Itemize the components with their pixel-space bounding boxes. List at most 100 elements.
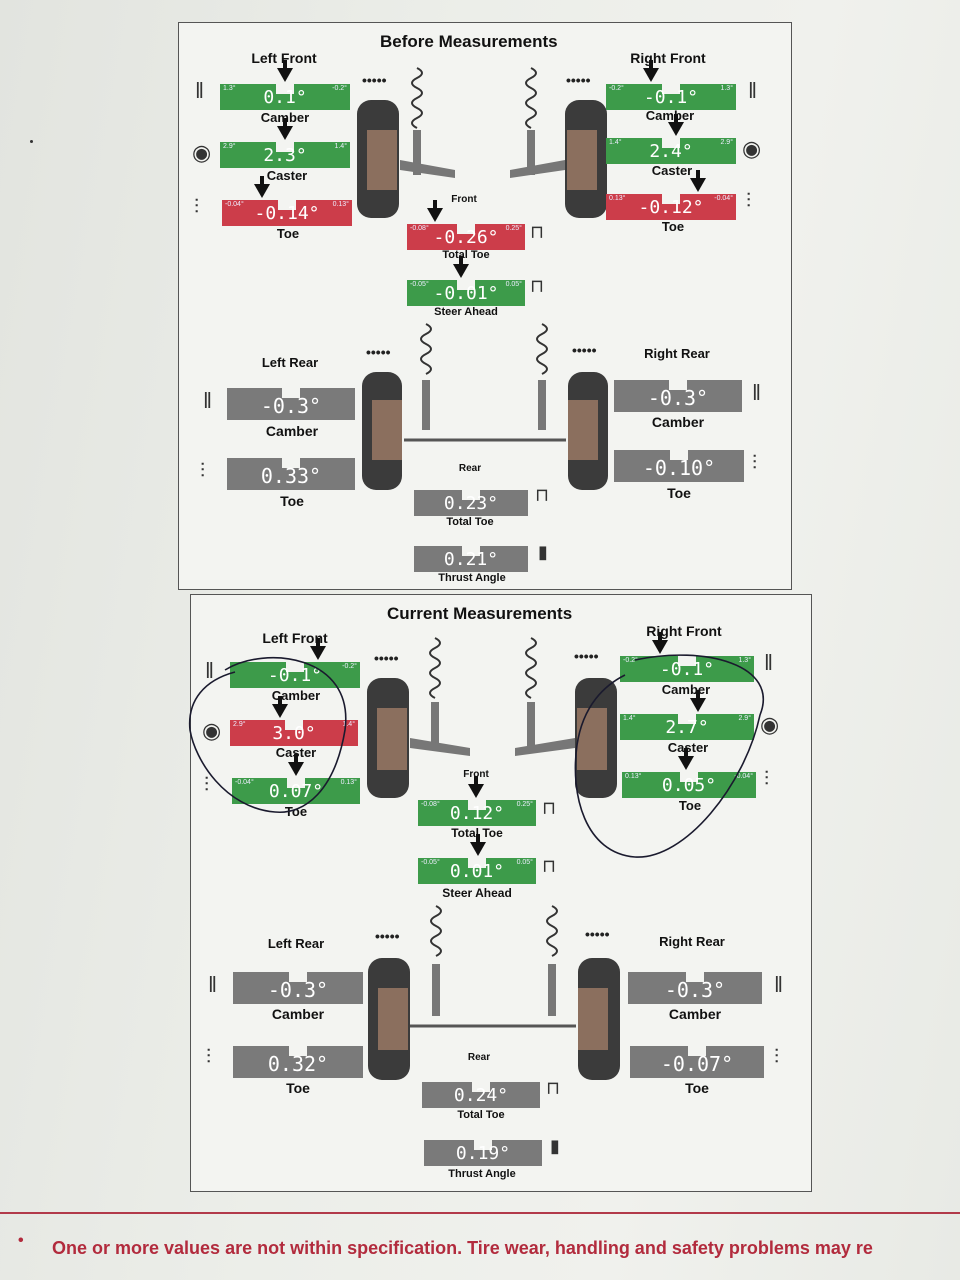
rr-toe-gauge: -0.07° xyxy=(630,1046,764,1078)
lr-camber-gauge: -0.3° xyxy=(227,388,355,420)
bullet-icon: • xyxy=(18,1232,24,1249)
spec-max: -0.04° xyxy=(714,195,733,202)
rf-toe-value: -0.12° xyxy=(638,197,704,218)
right-rear-heading: Right Rear xyxy=(644,346,710,361)
lr-toe-label: Toe xyxy=(286,1080,310,1096)
arrow-icon xyxy=(254,176,270,198)
caster-icon: ◉ xyxy=(202,718,222,743)
rf-toe-label: Toe xyxy=(678,798,702,813)
rf-camber-value: -0.1° xyxy=(659,659,715,680)
panel-title: Before Measurements xyxy=(380,32,558,51)
rf-caster-gauge: 1.4° 2.9° 2.4° xyxy=(606,114,736,164)
thrust-angle-gauge: 0.19° xyxy=(424,1140,542,1166)
steer-icon: ⊓ xyxy=(542,856,557,876)
rf-toe-label: Toe xyxy=(661,219,685,234)
toe-icon: ⫶ xyxy=(206,1046,211,1068)
rf-caster-label: Caster xyxy=(651,163,693,178)
spec-max: 0.13° xyxy=(340,779,357,786)
rear-heading: Rear xyxy=(467,1052,491,1063)
lf-camber-label: Camber xyxy=(271,688,321,703)
spec-min: 0.13° xyxy=(625,773,642,780)
rr-toe-value: -0.10° xyxy=(642,456,716,480)
caster-icon: ◉ xyxy=(742,136,762,161)
spec-max: 2.9° xyxy=(738,715,751,722)
lf-camber-label: Camber xyxy=(260,110,310,125)
left-front-heading: Left Front xyxy=(251,50,317,66)
camber-icon: ‖ xyxy=(205,658,215,683)
right-front-heading: Right Front xyxy=(646,623,722,639)
lr-camber-value: -0.3° xyxy=(260,394,322,418)
toe-icon: ⫶ xyxy=(746,190,751,212)
lf-camber-value: 0.1° xyxy=(263,87,307,108)
rf-caster-gauge: 1.4° 2.9° 2.7° xyxy=(620,690,754,740)
dots-indicator: ••••• xyxy=(362,72,387,88)
rr-toe-label: Toe xyxy=(685,1080,709,1096)
lf-caster-gauge: 2.9° 1.4° 2.3° xyxy=(220,118,350,168)
steer-ahead-gauge: -0.05° 0.05° -0.01° xyxy=(407,256,525,306)
dots-indicator: ••••• xyxy=(366,344,391,360)
spec-min: -0.08° xyxy=(421,801,440,808)
arrow-icon xyxy=(690,170,706,192)
spec-max: 2.9° xyxy=(720,139,733,146)
lr-camber-gauge: -0.3° xyxy=(233,972,363,1004)
dots-indicator: ••••• xyxy=(374,650,399,666)
lr-camber-label: Camber xyxy=(265,423,319,439)
camber-icon: ‖ xyxy=(195,78,205,103)
right-front-heading: Right Front xyxy=(630,50,706,66)
lf-caster-label: Caster xyxy=(266,168,308,183)
rf-toe-value: 0.05° xyxy=(661,775,717,796)
rr-camber-gauge: -0.3° xyxy=(614,380,742,412)
spec-min: 1.3° xyxy=(223,85,236,92)
lf-caster-gauge: 2.9° 1.4° 3.0° xyxy=(230,696,358,746)
steer-ahead-gauge: -0.05° 0.05° 0.01° xyxy=(418,834,536,884)
front-suspension-icon xyxy=(357,67,607,218)
panel-title: Current Measurements xyxy=(387,604,573,623)
rear-total-toe-label: Total Toe xyxy=(446,516,494,528)
rr-camber-value: -0.3° xyxy=(664,978,726,1002)
spec-min: -0.04° xyxy=(225,201,244,208)
spec-max: 1.3° xyxy=(720,85,733,92)
thrust-angle-value: 0.19° xyxy=(455,1143,511,1164)
rear-total-toe-gauge: 0.24° xyxy=(422,1082,540,1108)
left-rear-heading: Left Rear xyxy=(267,936,325,951)
steer-icon: ⊓ xyxy=(530,276,545,296)
thrust-icon: ▮ xyxy=(538,542,548,562)
right-rear-heading: Right Rear xyxy=(659,934,725,949)
rf-camber-value: -0.1° xyxy=(643,87,699,108)
toe-icon: ⫶ xyxy=(774,1046,779,1068)
dots-indicator: ••••• xyxy=(585,926,610,942)
dots-indicator: ••••• xyxy=(572,342,597,358)
spec-min: 2.9° xyxy=(233,721,246,728)
spec-min: -0.2° xyxy=(623,657,638,664)
toe-icon: ⫶ xyxy=(194,196,199,218)
arrow-icon xyxy=(453,256,469,278)
spec-min: -0.05° xyxy=(410,281,429,288)
thrust-angle-value: 0.21° xyxy=(443,549,499,570)
front-total-toe-value: -0.26° xyxy=(433,227,499,248)
arrow-icon xyxy=(652,632,668,654)
rf-camber-label: Camber xyxy=(645,108,695,123)
camber-icon: ‖ xyxy=(208,972,218,997)
front-heading: Front xyxy=(451,194,477,205)
spec-max: 0.25° xyxy=(516,801,533,808)
rear-total-toe-label: Total Toe xyxy=(457,1109,505,1121)
rear-heading: Rear xyxy=(458,463,482,474)
spec-min: -0.04° xyxy=(235,779,254,786)
rf-caster-value: 2.4° xyxy=(649,141,693,162)
toe-icon: ⫶ xyxy=(764,768,769,790)
spec-max: -0.04° xyxy=(734,773,753,780)
arrow-icon xyxy=(272,696,288,718)
rf-caster-value: 2.7° xyxy=(665,717,709,738)
rear-total-toe-value: 0.23° xyxy=(443,493,499,514)
lr-toe-gauge: 0.33° xyxy=(227,458,355,490)
rr-toe-value: -0.07° xyxy=(660,1052,734,1076)
spec-max: 0.05° xyxy=(516,859,533,866)
camber-icon: ‖ xyxy=(764,650,774,675)
steer-ahead-value: -0.01° xyxy=(433,283,499,304)
thrust-angle-label: Thrust Angle xyxy=(438,572,506,584)
thrust-angle-label: Thrust Angle xyxy=(448,1168,516,1180)
rear-total-toe-value: 0.24° xyxy=(453,1085,509,1106)
front-total-toe-gauge: -0.08° 0.25° 0.12° xyxy=(418,776,536,826)
spec-min: 1.4° xyxy=(623,715,636,722)
front-total-toe-gauge: -0.08° 0.25° -0.26° xyxy=(407,200,525,250)
